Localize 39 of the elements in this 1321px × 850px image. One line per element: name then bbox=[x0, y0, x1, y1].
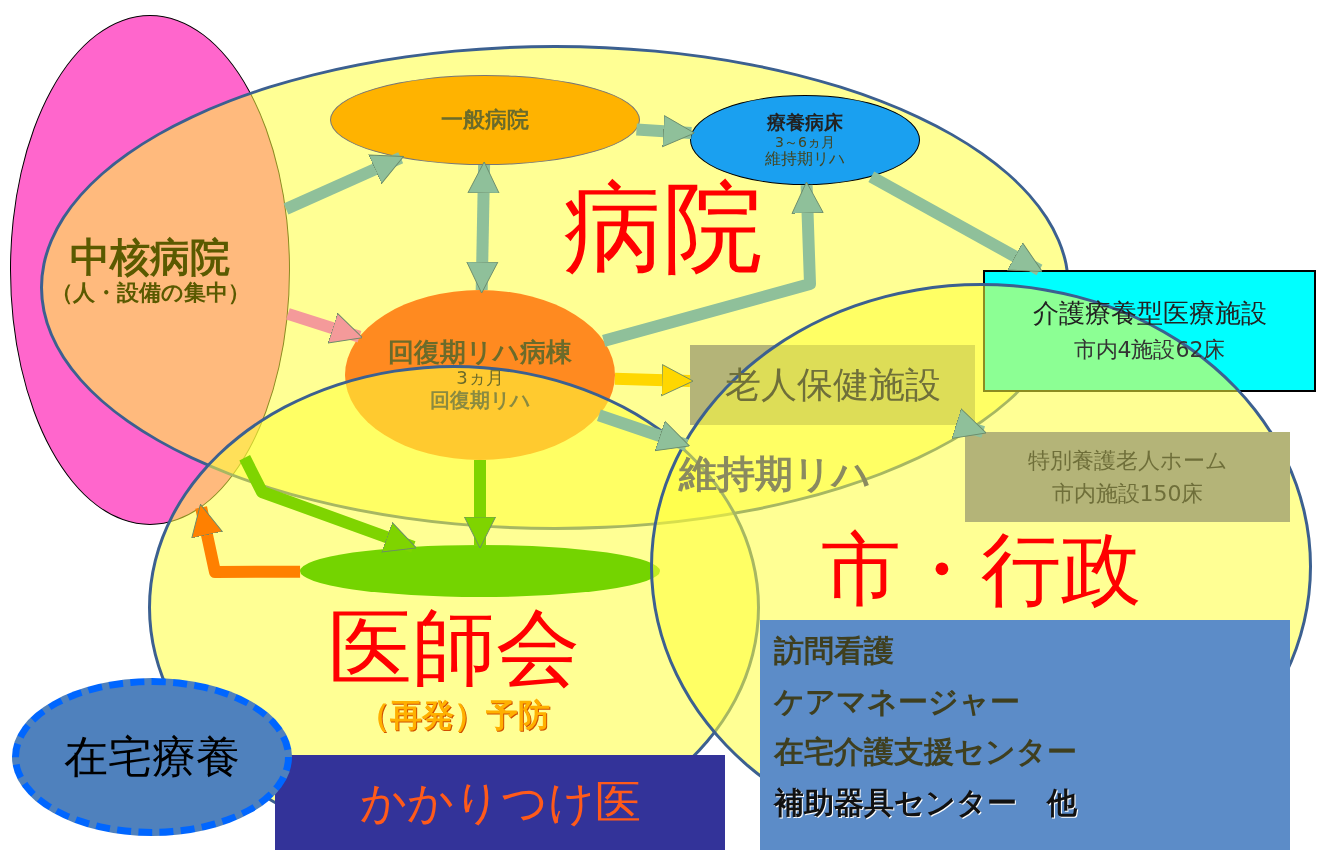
node-title: 療養病床 bbox=[767, 111, 843, 134]
node-subtitle: （再発）予防 bbox=[358, 696, 550, 734]
node-subtitle: ケアマネージャー bbox=[774, 684, 1020, 719]
box bbox=[760, 620, 1290, 850]
block-arrow bbox=[466, 161, 500, 294]
node-title: 中核病院 bbox=[70, 234, 230, 281]
node-title: 在宅療養 bbox=[64, 731, 240, 783]
node-title: 市・行政 bbox=[821, 524, 1141, 616]
node-subtitle: 3～6ヵ月 bbox=[775, 133, 835, 150]
block-arrow bbox=[286, 308, 363, 344]
block-arrow bbox=[191, 503, 301, 578]
block-arrow bbox=[951, 408, 987, 439]
node-subtitle: （人・設備の集中） bbox=[50, 280, 250, 306]
node-title: かかりつけ医 bbox=[359, 776, 641, 829]
box bbox=[275, 755, 725, 850]
node-text: 維持期リハ bbox=[765, 149, 845, 169]
box bbox=[965, 432, 1290, 522]
block-arrow bbox=[614, 364, 694, 397]
node-text: 補助器具センター 他 bbox=[774, 785, 1077, 820]
node-title: 医師会 bbox=[328, 600, 580, 697]
node-title: 病院 bbox=[563, 170, 763, 285]
block-arrow bbox=[596, 409, 690, 452]
block-arrow bbox=[239, 455, 417, 553]
node-subtitle: 3ヵ月 bbox=[456, 368, 504, 389]
node-title: 回復期リハ病棟 bbox=[388, 338, 572, 369]
node-title: 老人保健施設 bbox=[724, 364, 941, 406]
box bbox=[983, 270, 1316, 392]
node-title: 特別養護老人ホーム bbox=[1027, 447, 1228, 473]
block-arrow bbox=[602, 181, 824, 347]
box bbox=[690, 345, 975, 425]
node-title: 一般病院 bbox=[441, 107, 529, 133]
block-arrow bbox=[868, 171, 1043, 276]
node-subtitle: 市内施設150床 bbox=[1051, 481, 1204, 507]
node-title: 訪問看護 bbox=[774, 634, 894, 669]
block-arrow bbox=[463, 460, 497, 549]
block-arrow bbox=[283, 152, 404, 215]
node-text: 回復期リハ bbox=[430, 388, 530, 412]
block-arrow bbox=[636, 115, 695, 148]
node-text: 在宅介護支援センター bbox=[774, 735, 1077, 770]
